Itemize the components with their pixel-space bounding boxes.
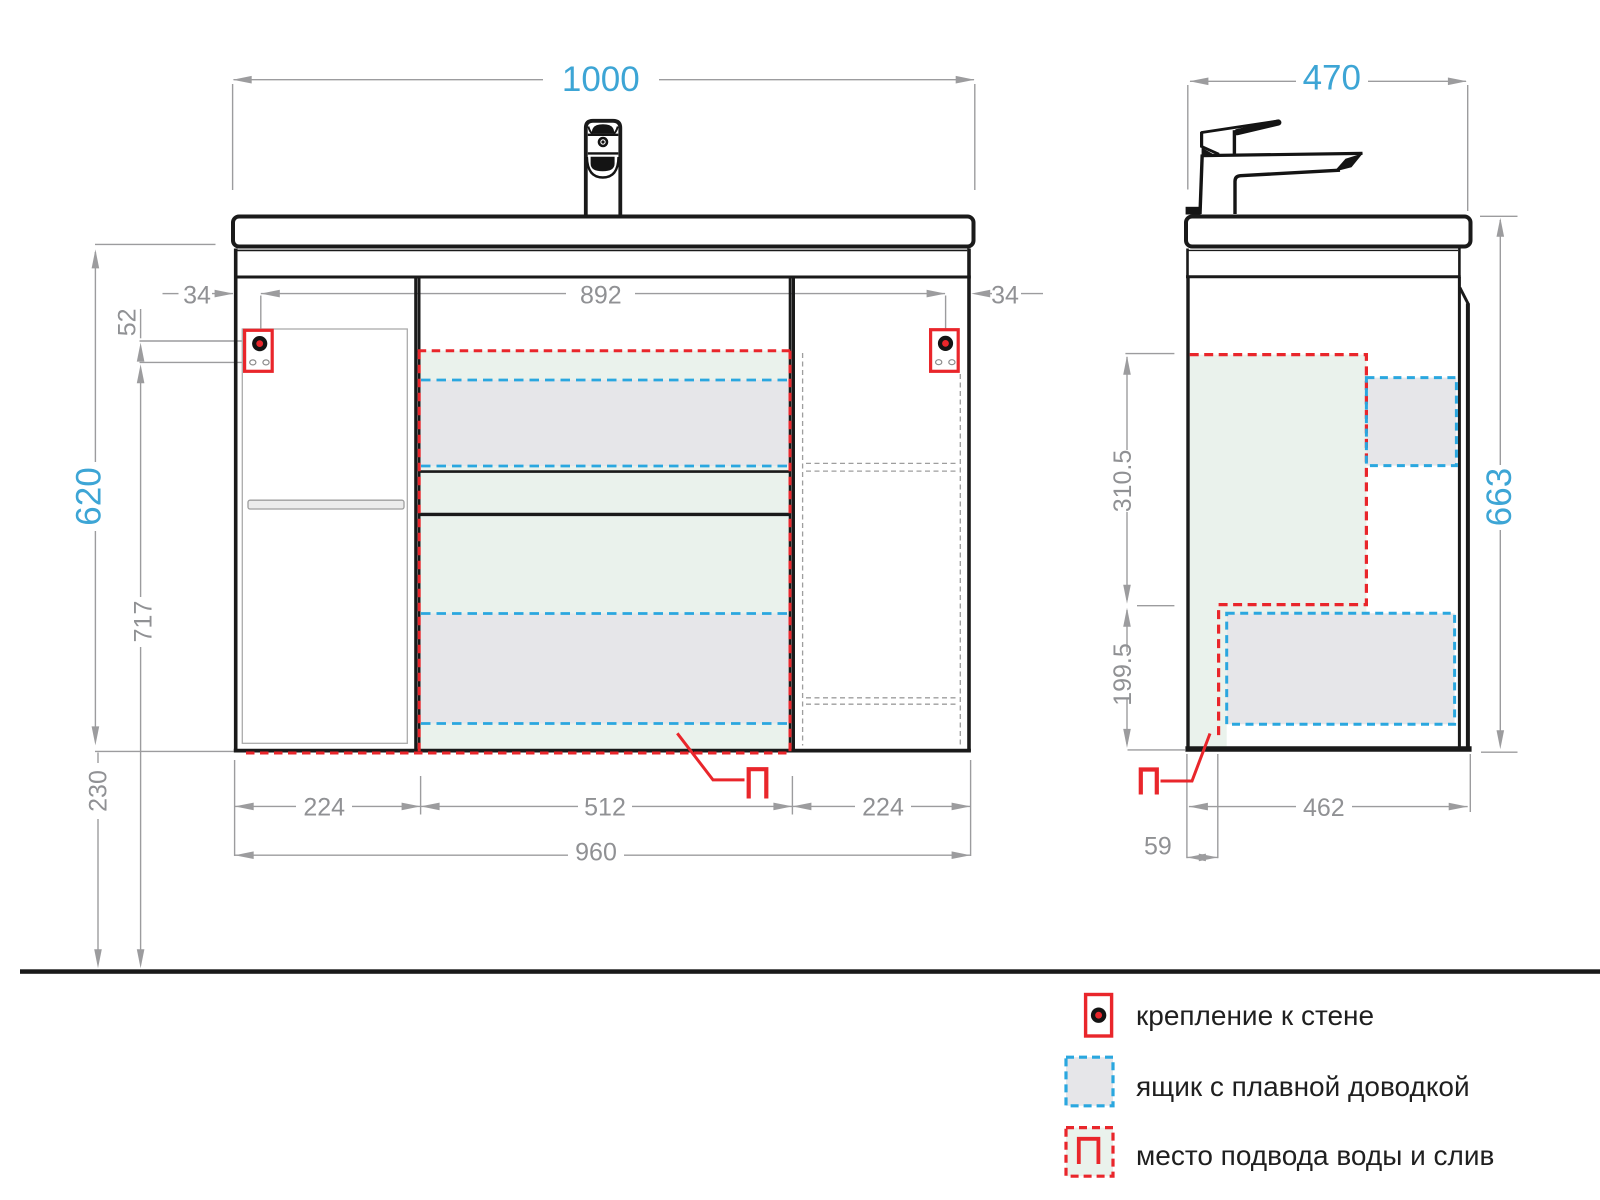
svg-text:717: 717: [130, 601, 158, 643]
svg-text:ящик с плавной доводкой: ящик с плавной доводкой: [1136, 1071, 1470, 1102]
svg-text:52: 52: [114, 308, 142, 336]
svg-text:199.5: 199.5: [1109, 643, 1137, 706]
svg-text:462: 462: [1303, 794, 1345, 822]
svg-text:34: 34: [991, 281, 1019, 309]
svg-text:960: 960: [575, 839, 617, 867]
svg-text:34: 34: [183, 281, 211, 309]
svg-text:892: 892: [580, 281, 622, 309]
svg-text:59: 59: [1144, 833, 1172, 861]
svg-text:224: 224: [303, 794, 345, 822]
svg-text:224: 224: [862, 794, 904, 822]
svg-text:крепление к стене: крепление к стене: [1136, 1000, 1374, 1031]
svg-text:1000: 1000: [562, 60, 640, 99]
svg-text:310.5: 310.5: [1109, 450, 1137, 513]
svg-text:512: 512: [584, 794, 626, 822]
svg-text:230: 230: [85, 770, 113, 812]
svg-text:663: 663: [1480, 468, 1519, 526]
svg-text:620: 620: [70, 467, 109, 525]
svg-text:место подвода воды и слив: место подвода воды и слив: [1136, 1140, 1494, 1171]
svg-text:470: 470: [1303, 59, 1361, 98]
